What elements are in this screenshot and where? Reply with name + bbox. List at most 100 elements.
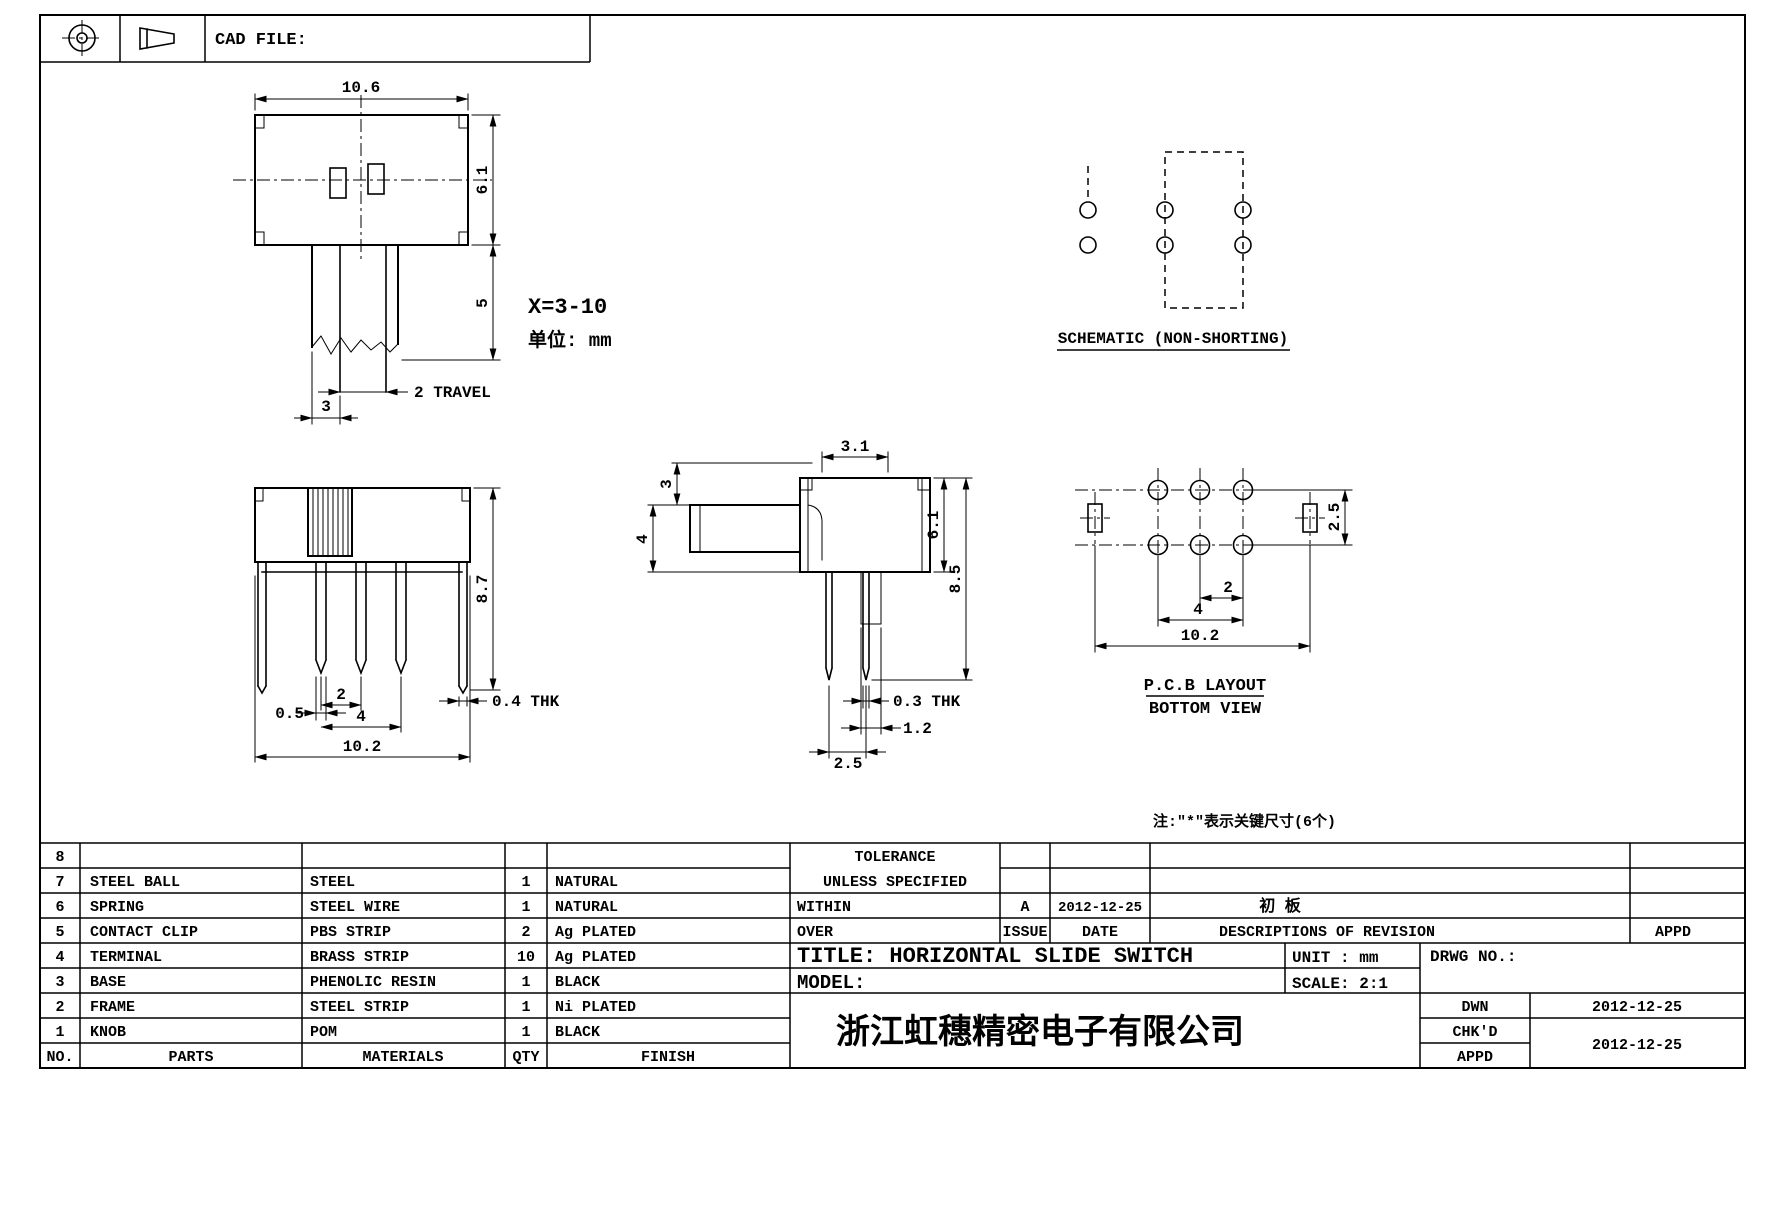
table-cell: Ag PLATED xyxy=(555,949,636,966)
table-header-qty: QTY xyxy=(512,1049,539,1066)
table-cell: 5 xyxy=(55,924,64,941)
model-label: MODEL: xyxy=(797,972,865,994)
dim-knob-width: 3 xyxy=(321,398,331,416)
drawing-title: TITLE: HORIZONTAL SLIDE SWITCH xyxy=(797,944,1193,969)
dim-pin-width: 1.2 xyxy=(903,720,932,738)
table-cell: TERMINAL xyxy=(90,949,162,966)
tolerance-label: TOLERANCE xyxy=(854,849,935,866)
scale-value: SCALE: 2:1 xyxy=(1292,975,1388,993)
dim-stem: 5 xyxy=(474,298,492,308)
key-dimension-note: 注:"*"表示关键尺寸(6个) xyxy=(1153,812,1336,831)
dim-total-height: 8.7 xyxy=(474,575,492,604)
table-cell: STEEL STRIP xyxy=(310,999,409,1016)
pcb-caption-line2: BOTTOM VIEW xyxy=(1149,700,1262,719)
table-header-no: NO. xyxy=(46,1049,73,1066)
dim-knob-length: 4 xyxy=(634,534,652,544)
table-cell: POM xyxy=(310,1024,337,1041)
table-cell: FRAME xyxy=(90,999,135,1016)
table-grid xyxy=(40,842,1745,1068)
dim-pin-pitch: 2.5 xyxy=(834,755,863,773)
table-cell: KNOB xyxy=(90,1024,126,1041)
title-block: TOLERANCE UNLESS SPECIFIED WITHIN OVER A… xyxy=(797,849,1691,1066)
table-cell: CONTACT CLIP xyxy=(90,924,198,941)
table-header-parts: PARTS xyxy=(168,1049,213,1066)
dim-body-height: 6.1 xyxy=(925,511,943,540)
sheet-frame xyxy=(39,14,1746,1069)
dwn-label: DWN xyxy=(1461,999,1488,1016)
dim-pin-span: 4 xyxy=(356,708,366,726)
table-cell: NATURAL xyxy=(555,874,618,891)
table-cell: 1 xyxy=(521,974,530,991)
table-cell: 1 xyxy=(521,999,530,1016)
date-label: DATE xyxy=(1082,924,1118,941)
table-cell: BLACK xyxy=(555,1024,600,1041)
table-cell: 1 xyxy=(521,1024,530,1041)
dim-travel: 2 TRAVEL xyxy=(414,384,491,402)
company-name: 浙江虹穗精密电子有限公司 xyxy=(836,1012,1244,1054)
dwn-date-value: 2012-12-25 xyxy=(1592,999,1682,1016)
issue-label: ISSUE xyxy=(1002,924,1047,941)
within-label: WITHIN xyxy=(797,899,851,916)
table-cell: PBS STRIP xyxy=(310,924,391,941)
over-label: OVER xyxy=(797,924,833,941)
table-cell: BASE xyxy=(90,974,126,991)
projection-symbol-icon xyxy=(62,20,102,56)
unit-note: 单位: mm xyxy=(528,328,612,352)
table-cell: BRASS STRIP xyxy=(310,949,409,966)
front-view: 8.7 0.5 2 4 10.2 0.4 THK xyxy=(254,487,560,763)
pcb-layout-view: 2.5 2 4 10.2 P.C.B LAYOUT BOTTOM VIEW xyxy=(1075,468,1353,719)
dim-pin-width: 0.5 xyxy=(275,705,304,723)
dim-thickness: 0.4 THK xyxy=(492,693,560,711)
x-range-note: X=3-10 xyxy=(528,295,607,320)
table-cell: PHENOLIC RESIN xyxy=(310,974,436,991)
dim-width: 10.6 xyxy=(342,79,380,97)
dim-hole-span: 4 xyxy=(1193,601,1203,619)
table-cell: Ag PLATED xyxy=(555,924,636,941)
dim-pin-pitch: 2 xyxy=(336,686,346,704)
table-cell: 1 xyxy=(55,1024,64,1041)
dim-hole-pitch: 2 xyxy=(1223,579,1233,597)
table-cell: STEEL WIRE xyxy=(310,899,400,916)
drawing-notes: X=3-10 单位: mm xyxy=(528,295,612,352)
appd-date-value: 2012-12-25 xyxy=(1592,1037,1682,1054)
dim-height: 6.1 xyxy=(474,166,492,195)
table-cell: STEEL xyxy=(310,874,355,891)
dim-top-width: 3.1 xyxy=(841,438,870,456)
table-cell: SPRING xyxy=(90,899,144,916)
appd-row-label: APPD xyxy=(1457,1049,1493,1066)
pcb-caption-line1: P.C.B LAYOUT xyxy=(1144,677,1266,696)
dim-thickness: 0.3 THK xyxy=(893,693,961,711)
table-cell: 2 xyxy=(521,924,530,941)
cad-file-label: CAD FILE: xyxy=(215,31,307,50)
table-cell: 2 xyxy=(55,999,64,1016)
table-cell: BLACK xyxy=(555,974,600,991)
table-cell: Ni PLATED xyxy=(555,999,636,1016)
table-cell: 7 xyxy=(55,874,64,891)
side-view: 3.1 3 4 6.1 8.5 0.3 THK 1.2 2.5 xyxy=(634,438,973,773)
dim-knob-height: 3 xyxy=(658,479,676,489)
drwg-no-label: DRWG NO.: xyxy=(1430,948,1516,966)
table-cell: 1 xyxy=(521,874,530,891)
table-cell: 6 xyxy=(55,899,64,916)
dim-row-pitch: 2.5 xyxy=(1326,503,1344,532)
table-cell: NATURAL xyxy=(555,899,618,916)
table-header-materials: MATERIALS xyxy=(362,1049,443,1066)
header-block: CAD FILE: xyxy=(62,20,307,56)
schematic-view: SCHEMATIC (NON-SHORTING) xyxy=(1057,151,1290,351)
chkd-label: CHK'D xyxy=(1452,1024,1497,1041)
dim-slot-span: 10.2 xyxy=(1181,627,1219,645)
dim-total-height: 8.5 xyxy=(947,565,965,594)
table-cell: 4 xyxy=(55,949,64,966)
revision-date-value: 2012-12-25 xyxy=(1058,900,1142,916)
table-cell: 10 xyxy=(517,949,535,966)
appd-label: APPD xyxy=(1655,924,1691,941)
revision-description-value: 初 板 xyxy=(1259,896,1302,916)
table-cell: 3 xyxy=(55,974,64,991)
dim-total-width: 10.2 xyxy=(343,738,381,756)
schematic-caption: SCHEMATIC (NON-SHORTING) xyxy=(1058,330,1288,348)
table-header-finish: FINISH xyxy=(641,1049,695,1066)
unit-value: UNIT : mm xyxy=(1292,949,1379,967)
revision-issue-value: A xyxy=(1020,899,1029,916)
